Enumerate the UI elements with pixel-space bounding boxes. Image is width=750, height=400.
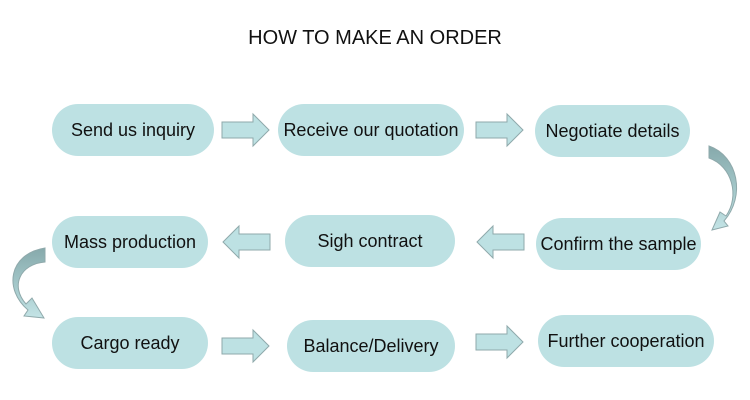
step-cargo-ready: Cargo ready [52,317,208,369]
step-further-cooperation: Further cooperation [538,315,714,367]
arrow-right-icon [475,112,524,148]
arrow-left-icon [476,224,525,260]
curved-arrow-down-right-icon [708,145,738,231]
step-send-inquiry: Send us inquiry [52,104,214,156]
step-sign-contract: Sigh contract [285,215,455,267]
diagram-title: HOW TO MAKE AN ORDER [248,27,502,49]
step-receive-quotation: Receive our quotation [278,104,464,156]
arrow-left-icon [222,224,271,260]
arrow-right-icon [221,112,270,148]
curved-arrow-down-left-icon [12,247,46,319]
step-negotiate-details: Negotiate details [535,105,690,157]
arrow-right-icon [221,328,270,364]
step-mass-production: Mass production [52,216,208,268]
step-confirm-sample: Confirm the sample [536,218,701,270]
arrow-right-icon [475,324,524,360]
step-balance-delivery: Balance/Delivery [287,320,455,372]
